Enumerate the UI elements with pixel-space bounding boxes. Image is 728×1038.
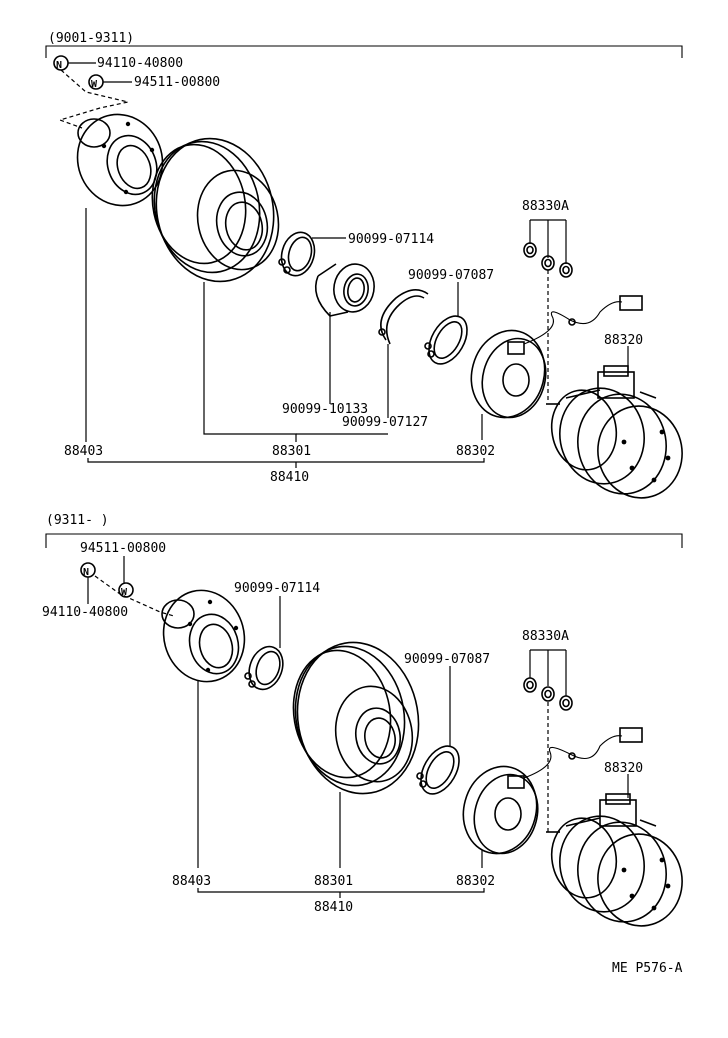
top-bracket (45, 45, 683, 58)
top-hub (76, 113, 164, 207)
top-range-label: (9001-9311) (48, 31, 134, 46)
section-bottom: (9311- ) 94511-00800 W N 94110-40800 (42, 513, 683, 927)
svg-text:N: N (83, 567, 89, 578)
bottom-bracket (45, 533, 683, 548)
top-snap-ring-a-label: 90099-07114 (348, 232, 434, 247)
top-pulley (151, 137, 280, 283)
bottom-clutch-assy-label: 88410 (314, 900, 353, 915)
bottom-washer-label: 94511-00800 (80, 541, 166, 556)
figure-code: ME P576-A (612, 961, 683, 976)
bottom-coil-label: 88302 (456, 874, 495, 889)
svg-text:W: W (121, 587, 128, 598)
bottom-compressor-label: 88320 (604, 761, 643, 776)
top-coil-label: 88302 (456, 444, 495, 459)
top-connector (619, 295, 643, 311)
bottom-pulley (292, 641, 420, 795)
bottom-shims (523, 677, 573, 711)
top-shim-label: 88330A (522, 199, 569, 214)
bottom-hub-label: 88403 (172, 874, 211, 889)
bottom-snap-ring-b-label: 90099-07087 (404, 652, 490, 667)
bottom-hub (161, 589, 246, 683)
bottom-snap-ring-b (416, 745, 460, 795)
top-snap-ring-a (278, 231, 316, 277)
top-compressor-label: 88320 (604, 333, 643, 348)
bottom-shim-label: 88330A (522, 629, 569, 644)
top-nut-label: 94110-40800 (97, 56, 183, 71)
bottom-connector (619, 727, 643, 743)
bottom-nut-label: 94110-40800 (42, 605, 128, 620)
top-pulley-label: 88301 (272, 444, 311, 459)
bottom-coil (462, 765, 539, 855)
top-washer-label: 94511-00800 (134, 75, 220, 90)
section-top: (9001-9311) N 94110-40800 W 94511-00800 (45, 31, 683, 499)
svg-text:N: N (56, 60, 62, 71)
bottom-range-label: (9311- ) (46, 513, 109, 528)
bottom-snap-ring-a (244, 645, 284, 691)
top-compressor (546, 365, 683, 499)
top-clutch-assy-label: 88410 (270, 470, 309, 485)
bottom-snap-ring-a-label: 90099-07114 (234, 581, 320, 596)
top-nut-icon: N (53, 55, 69, 71)
top-washer-icon: W (88, 74, 104, 90)
bottom-compressor (546, 793, 683, 927)
top-snap-ring-b-label: 90099-07087 (408, 268, 494, 283)
top-coil (470, 329, 547, 419)
top-centerline (58, 69, 129, 129)
top-bearing (314, 263, 375, 317)
bottom-nut-icon: N (80, 562, 96, 578)
bottom-pulley-label: 88301 (314, 874, 353, 889)
top-snap-ring-c (380, 289, 429, 341)
top-snap-ring-b (424, 315, 468, 365)
svg-text:W: W (91, 79, 98, 90)
bottom-washer-icon: W (118, 582, 134, 598)
top-bearing-label: 90099-10133 (282, 402, 368, 417)
bottom-centerline (94, 575, 175, 617)
top-snap-ring-c-label: 90099-07127 (342, 415, 428, 430)
top-hub-label: 88403 (64, 444, 103, 459)
